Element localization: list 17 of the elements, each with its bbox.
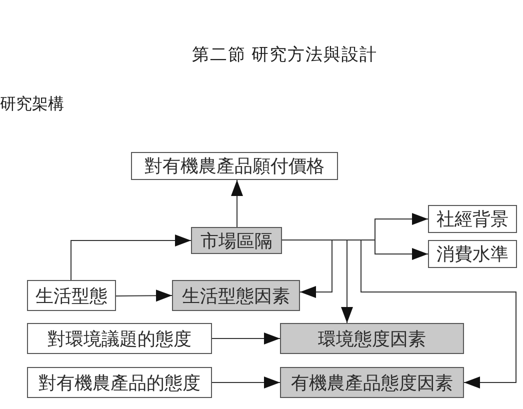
- arrow: [70, 234, 192, 280]
- concept-box: 社經背景: [428, 205, 517, 233]
- section-title: 第二節 研究方法與設計: [192, 46, 378, 63]
- factor-box: 生活型態因素: [172, 280, 300, 311]
- concept-box: 生活型態: [27, 280, 116, 311]
- arrow: [231, 180, 243, 228]
- factor-box: 市場區隔: [191, 227, 282, 254]
- concept-box: 消費水準: [428, 240, 517, 268]
- arrow: [212, 376, 280, 388]
- arrow: [116, 290, 172, 302]
- factor-box: 有機農產品態度因素: [280, 367, 464, 398]
- concept-box: 對有機農產品的態度: [27, 367, 212, 398]
- concept-box: 對環境議題的態度: [27, 323, 212, 354]
- factor-box: 環境態度因素: [280, 323, 464, 354]
- arrow: [212, 332, 280, 344]
- concept-box: 對有機農產品願付價格: [131, 152, 338, 180]
- heading-label: 研究架構: [0, 97, 64, 113]
